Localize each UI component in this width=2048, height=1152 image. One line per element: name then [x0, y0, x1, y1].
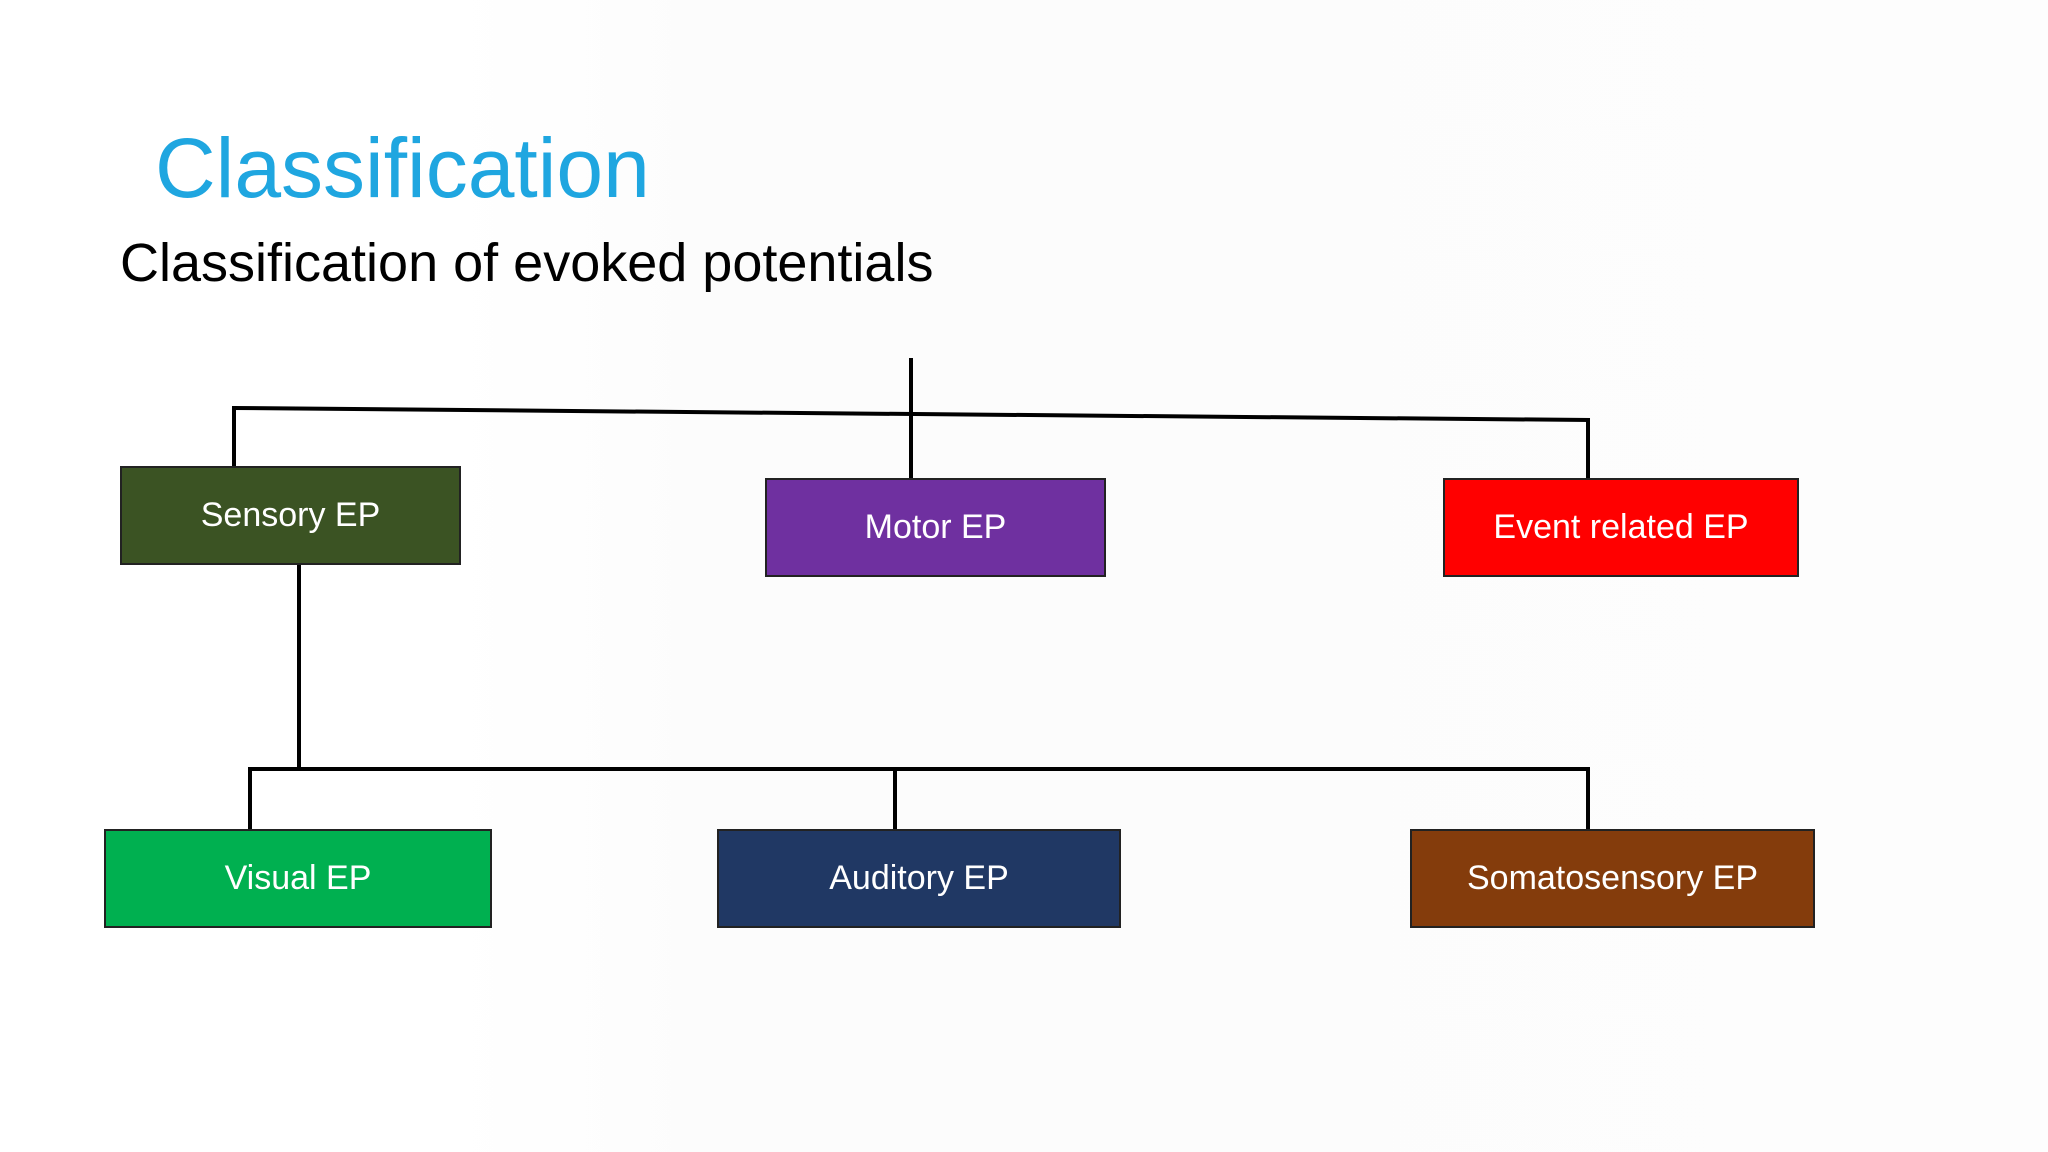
node-sensory-ep: Sensory EP	[120, 466, 461, 565]
node-auditory-ep-label: Auditory EP	[829, 859, 1009, 897]
node-event-related-ep-label: Event related EP	[1493, 508, 1749, 546]
node-visual-ep-label: Visual EP	[224, 859, 372, 897]
node-somatosensory-ep: Somatosensory EP	[1410, 829, 1815, 928]
slide-subtitle: Classification of evoked potentials	[120, 233, 934, 293]
node-somatosensory-ep-label: Somatosensory EP	[1466, 859, 1759, 897]
node-sensory-ep-label: Sensory EP	[200, 496, 381, 534]
node-event-related-ep: Event related EP	[1443, 478, 1799, 577]
level1-bus-line	[231, 405, 1591, 423]
node-visual-ep: Visual EP	[104, 829, 492, 928]
node-auditory-ep: Auditory EP	[717, 829, 1121, 928]
node-motor-ep: Motor EP	[765, 478, 1106, 577]
node-motor-ep-label: Motor EP	[864, 508, 1007, 546]
slide-title: Classification	[155, 121, 650, 215]
